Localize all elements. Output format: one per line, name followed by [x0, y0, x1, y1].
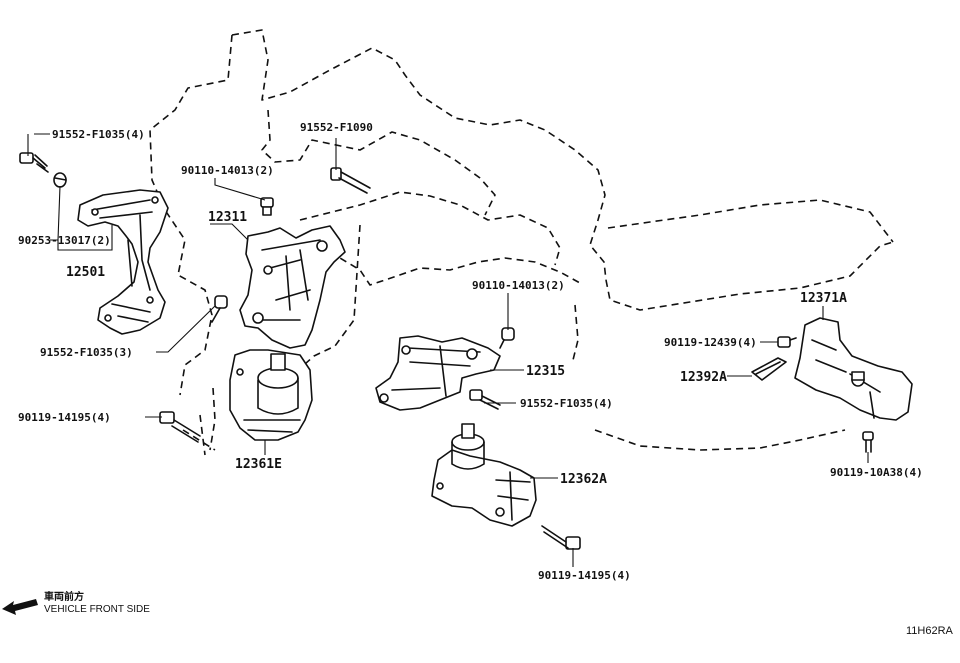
- bolt-90119-10a38[interactable]: [862, 431, 874, 453]
- label-90119-14195-4-left: 90119-14195(4): [18, 411, 111, 424]
- label-12392a: 12392A: [680, 370, 727, 385]
- label-12311: 12311: [208, 210, 247, 225]
- mount-12362a[interactable]: [431, 423, 537, 527]
- label-12362a: 12362A: [560, 472, 607, 487]
- bolt-91552-f1035-4-right[interactable]: [469, 389, 501, 410]
- bracket-12501[interactable]: [77, 189, 169, 335]
- bolt-90110-14013-left[interactable]: [260, 197, 274, 216]
- bracket-12371a[interactable]: [794, 317, 913, 421]
- bracket-12315[interactable]: [375, 335, 501, 411]
- label-91552-f1090: 91552-F1090: [300, 121, 373, 134]
- label-91552-f1035-4-left: 91552-F1035(4): [52, 128, 145, 141]
- label-12361e: 12361E: [235, 457, 282, 472]
- vehicle-front-indicator: 車両前方 VEHICLE FRONT SIDE: [2, 590, 150, 615]
- label-91552-f1035-3: 91552-F1035(3): [40, 346, 133, 359]
- label-90110-14013-2-left: 90110-14013(2): [181, 164, 274, 177]
- label-12315: 12315: [526, 364, 565, 379]
- label-91552-f1035-4-right: 91552-F1035(4): [520, 397, 613, 410]
- engine-block-outline: [149, 29, 894, 456]
- label-90110-14013-2-right: 90110-14013(2): [472, 279, 565, 292]
- label-12371a: 12371A: [800, 291, 847, 306]
- mount-12361e[interactable]: [229, 349, 313, 441]
- plate-12392a[interactable]: [751, 357, 787, 381]
- leader-lines: [27, 133, 869, 567]
- label-90119-14195-4-right: 90119-14195(4): [538, 569, 631, 582]
- label-90119-10a38-4: 90119-10A38(4): [830, 466, 923, 479]
- bolt-90110-14013-right[interactable]: [499, 327, 515, 349]
- front-side-english: VEHICLE FRONT SIDE: [44, 604, 150, 615]
- spacer-90253-13017[interactable]: [53, 172, 67, 188]
- front-side-japanese: 車両前方: [44, 590, 84, 603]
- arrow-left-icon: [2, 599, 38, 615]
- bolt-91552-f1090[interactable]: [330, 167, 371, 194]
- label-90119-12439-4: 90119-12439(4): [664, 336, 757, 349]
- bracket-12311[interactable]: [239, 225, 346, 349]
- label-12501: 12501: [66, 265, 105, 280]
- bolt-90119-12439[interactable]: [777, 336, 797, 348]
- bolt-90119-14195-right[interactable]: [541, 525, 581, 550]
- diagram-code: 11H62RA: [906, 625, 954, 637]
- bolt-91552-f1035-4-left[interactable]: [19, 152, 49, 173]
- bolt-91552-f1035-3[interactable]: [211, 295, 228, 323]
- label-90253-13017-2: 90253-13017(2): [18, 234, 111, 247]
